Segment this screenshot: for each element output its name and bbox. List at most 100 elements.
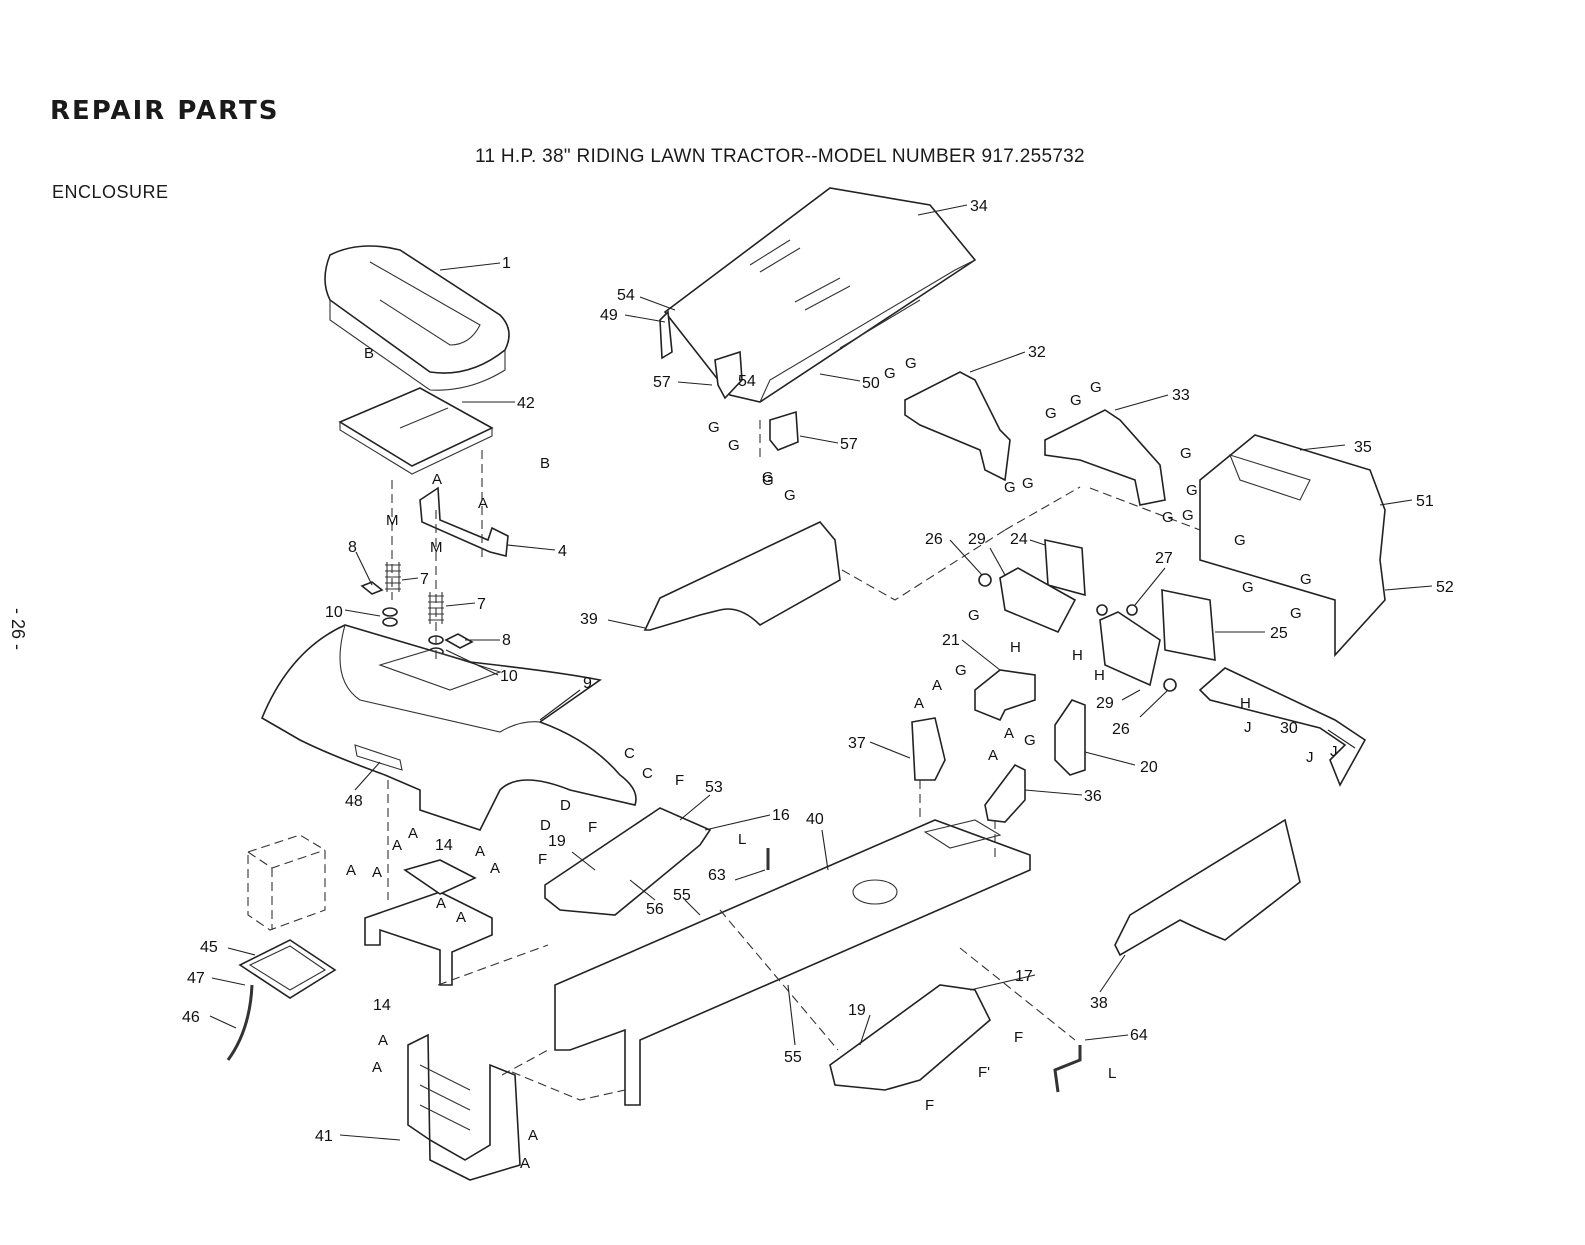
ref-letter: G xyxy=(1186,482,1198,499)
callout-54: 54 xyxy=(617,287,635,304)
ref-letter: G xyxy=(1300,571,1312,588)
callout-38: 38 xyxy=(1090,995,1108,1012)
callout-55: 55 xyxy=(673,887,691,904)
callout-54: 54 xyxy=(738,373,756,390)
callout-48: 48 xyxy=(345,793,363,810)
callout-50: 50 xyxy=(862,375,880,392)
section-title: ENCLOSURE xyxy=(52,182,169,202)
ref-letter: G xyxy=(1004,479,1016,496)
part-bracket-36 xyxy=(984,763,1026,823)
ref-letter: A xyxy=(932,677,942,694)
callout-47: 47 xyxy=(187,970,205,987)
callout-49: 49 xyxy=(600,307,618,324)
ref-letter: A xyxy=(490,860,500,877)
ref-letter: B xyxy=(540,455,550,472)
callout-55: 55 xyxy=(784,1049,802,1066)
callout-10: 10 xyxy=(325,604,343,621)
part-rod-64 xyxy=(1053,1045,1082,1093)
ref-letter: G xyxy=(762,469,774,486)
page-heading: REPAIR PARTS xyxy=(50,96,280,126)
ref-letter: A xyxy=(372,864,382,881)
part-side-panel-left xyxy=(643,521,841,631)
callout-8: 8 xyxy=(348,539,357,556)
part-hood-bracket-lower xyxy=(769,410,799,451)
callout-29: 29 xyxy=(1096,695,1114,712)
callout-41: 41 xyxy=(315,1128,333,1145)
callout-4: 4 xyxy=(558,543,567,560)
part-seat xyxy=(324,245,510,391)
callout-46: 46 xyxy=(182,1009,200,1026)
callout-17: 17 xyxy=(1015,968,1033,985)
part-dash-panel xyxy=(904,371,1011,482)
ref-letter: A xyxy=(914,695,924,712)
part-pad-24 xyxy=(1044,538,1086,597)
ref-letter: G xyxy=(762,472,774,489)
callout-26: 26 xyxy=(1112,721,1130,738)
part-seat-hinge-bracket xyxy=(419,486,509,558)
callout-30: 30 xyxy=(1280,720,1298,737)
ref-letter: A xyxy=(392,837,402,854)
callout-36: 36 xyxy=(1084,788,1102,805)
ref-letter: G xyxy=(1090,379,1102,396)
part-bracket-37 xyxy=(911,717,946,781)
callout-51: 51 xyxy=(1416,493,1434,510)
ref-letter: A xyxy=(432,471,442,488)
callout-1: 1 xyxy=(502,255,511,272)
part-fender xyxy=(260,624,637,831)
ref-letter: H xyxy=(1010,639,1021,656)
ref-letter: A xyxy=(528,1127,538,1144)
callout-19: 19 xyxy=(548,833,566,850)
ref-letter: G xyxy=(1180,445,1192,462)
callout-63: 63 xyxy=(708,867,726,884)
part-main-frame xyxy=(554,819,1031,1106)
callout-39: 39 xyxy=(580,611,598,628)
part-hood-bracket-upper xyxy=(714,350,743,400)
ref-letter: F xyxy=(588,819,597,836)
part-footrest-17 xyxy=(829,984,991,1091)
part-front-panel xyxy=(407,1033,521,1181)
ref-letter: G xyxy=(708,419,720,436)
ref-letter: M xyxy=(386,512,399,529)
ref-letter: G xyxy=(1182,507,1194,524)
part-bracket-21 xyxy=(974,669,1036,722)
ref-letter: L xyxy=(738,831,746,848)
part-bracket-30 xyxy=(1198,667,1367,787)
ref-letter: G xyxy=(1070,392,1082,409)
ref-letter: G xyxy=(1162,509,1174,526)
ref-letter: C xyxy=(642,765,653,782)
callout-57: 57 xyxy=(840,436,858,453)
ref-letter: F xyxy=(1014,1029,1023,1046)
ref-letter: A xyxy=(408,825,418,842)
callout-8: 8 xyxy=(502,632,511,649)
ref-letter: A xyxy=(346,862,356,879)
ref-letter: A xyxy=(475,843,485,860)
part-nut-27a xyxy=(1096,604,1108,616)
callout-7: 7 xyxy=(420,571,429,588)
part-battery-tray xyxy=(238,939,337,999)
part-side-panel-right xyxy=(1114,818,1301,957)
callout-52: 52 xyxy=(1436,579,1454,596)
part-plate-29-upper xyxy=(999,567,1077,634)
reference-letters: B B A A M M C C D D F F F F F' F L L A A… xyxy=(346,345,1338,1172)
ref-letter: B xyxy=(364,345,374,362)
part-nut-26-lower xyxy=(1163,678,1177,692)
ref-letter: G xyxy=(905,355,917,372)
callout-42: 42 xyxy=(517,395,535,412)
callout-27: 27 xyxy=(1155,550,1173,567)
ref-letter: D xyxy=(560,797,571,814)
callout-7: 7 xyxy=(477,596,486,613)
callout-24: 24 xyxy=(1010,531,1028,548)
callout-10: 10 xyxy=(500,668,518,685)
callout-25: 25 xyxy=(1270,625,1288,642)
callout-14: 14 xyxy=(373,997,391,1014)
callout-16: 16 xyxy=(772,807,790,824)
ref-letter: J xyxy=(1244,719,1252,736)
part-nut-27b xyxy=(1126,604,1138,616)
ref-letter: G xyxy=(1234,532,1246,549)
ref-letter: F xyxy=(675,772,684,789)
ref-letter: G xyxy=(1290,605,1302,622)
part-dash-frame xyxy=(1044,409,1166,506)
callout-9: 9 xyxy=(583,675,592,692)
ref-letter: A xyxy=(478,495,488,512)
